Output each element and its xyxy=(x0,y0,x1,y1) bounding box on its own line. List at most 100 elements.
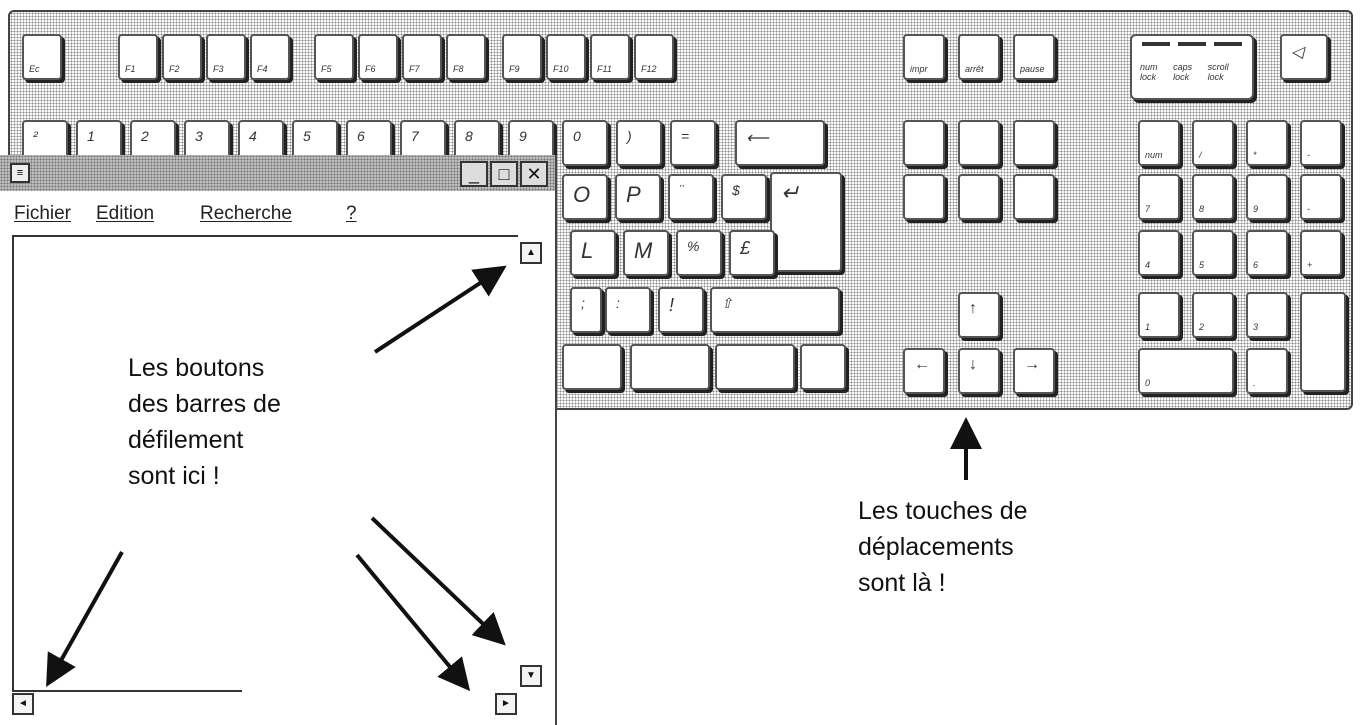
key-numpad: 1 xyxy=(1138,292,1180,338)
key-numpad: 5 xyxy=(1192,230,1234,276)
key-f9: F9 xyxy=(502,34,542,80)
menu-edition[interactable]: Edition xyxy=(96,203,155,224)
key-f8: F8 xyxy=(446,34,486,80)
key-menu xyxy=(715,344,795,390)
scroll-lock-label: scroll lock xyxy=(1207,62,1229,82)
key-m: M xyxy=(623,230,669,276)
key-print-screen: impr xyxy=(903,34,945,80)
scroll-right-button[interactable]: ► xyxy=(495,693,517,715)
horizontal-scrollbar-track[interactable] xyxy=(12,690,242,692)
menu-recherche[interactable]: Recherche xyxy=(200,203,292,224)
key-page-down xyxy=(1013,174,1055,220)
key-scroll-lock: arrêt xyxy=(958,34,1000,80)
key-exclamation: ! xyxy=(658,287,704,333)
key-numpad: + xyxy=(1300,230,1342,276)
arrow-to-scroll-down xyxy=(370,516,506,646)
key-l: L xyxy=(570,230,616,276)
key-numpad: / xyxy=(1192,120,1234,166)
key-arrow-down: ↓ xyxy=(958,348,1000,394)
arrow-to-scroll-up xyxy=(373,265,507,354)
key-numpad: - xyxy=(1300,120,1342,166)
key-semicolon: ; xyxy=(570,287,602,333)
menu-fichier[interactable]: Fichier xyxy=(14,203,72,224)
scroll-left-button[interactable]: ◄ xyxy=(12,693,34,715)
callout-line: sont ici ! xyxy=(128,462,220,490)
key-f1: F1 xyxy=(118,34,158,80)
text-area[interactable] xyxy=(12,235,518,690)
key-f7: F7 xyxy=(402,34,442,80)
callout-line: Les boutons xyxy=(128,354,265,382)
key-arrow-left: ← xyxy=(903,348,945,394)
key-delete xyxy=(903,174,945,220)
key-p: P xyxy=(615,174,661,220)
key-numpad: 8 xyxy=(1192,174,1234,220)
key-ctrl-right xyxy=(800,344,846,390)
key-power: ◁ xyxy=(1280,34,1328,80)
minimize-button[interactable]: _ xyxy=(460,161,488,187)
key-numpad: . xyxy=(1246,348,1288,394)
arrow-to-scroll-right xyxy=(355,553,471,692)
key-numpad: 6 xyxy=(1246,230,1288,276)
key-f12: F12 xyxy=(634,34,674,80)
move-keys-callout: Les touches de déplacements sont là ! xyxy=(858,493,1028,601)
callout-line: déplacements xyxy=(858,533,1014,561)
key-num-row: 0 xyxy=(562,120,608,166)
key-f6: F6 xyxy=(358,34,398,80)
notepad-icon[interactable]: ≡ xyxy=(10,163,30,183)
key-numpad: 3 xyxy=(1246,292,1288,338)
key-num-row: ) xyxy=(616,120,662,166)
key-numpad: 9 xyxy=(1246,174,1288,220)
key-num-row: = xyxy=(670,120,716,166)
title-bar[interactable]: ≡ _ □ ✕ xyxy=(0,155,555,191)
key-end xyxy=(958,174,1000,220)
key-f10: F10 xyxy=(546,34,586,80)
key-colon: : xyxy=(605,287,651,333)
key-page-up xyxy=(1013,120,1055,166)
caps-lock-label: caps lock xyxy=(1173,62,1193,82)
key-numpad: - xyxy=(1300,174,1342,220)
num-lock-label: num lock xyxy=(1140,62,1158,82)
key-numpad: 7 xyxy=(1138,174,1180,220)
scroll-up-button[interactable]: ▲ xyxy=(520,242,542,264)
key-enter: ↵ xyxy=(770,172,842,272)
maximize-button[interactable]: □ xyxy=(490,161,518,187)
key-space-end xyxy=(562,344,622,390)
key-backspace: ⟵ xyxy=(735,120,825,166)
key-win xyxy=(630,344,710,390)
key-f2: F2 xyxy=(162,34,202,80)
key-pound: £ xyxy=(729,230,775,276)
scroll-callout: Les boutons des barres de défilement son… xyxy=(128,350,281,494)
key-f11: F11 xyxy=(590,34,630,80)
key-home xyxy=(958,120,1000,166)
key-ec: Ec xyxy=(22,34,62,80)
key-shift-right: ⇧ xyxy=(710,287,840,333)
lock-indicators: num lock caps lock scroll lock xyxy=(1130,34,1254,100)
menu-bar: Fichier Edition Recherche ? xyxy=(0,201,555,231)
key-insert xyxy=(903,120,945,166)
key-dollar: $ xyxy=(721,174,767,220)
key-numpad: num xyxy=(1138,120,1180,166)
arrow-to-scroll-left xyxy=(46,551,124,687)
key-pause: pause xyxy=(1013,34,1055,80)
key-percent: % xyxy=(676,230,722,276)
key-diaeresis: ¨ xyxy=(668,174,714,220)
callout-line: sont là ! xyxy=(858,569,946,597)
scroll-down-button[interactable]: ▼ xyxy=(520,665,542,687)
key-f3: F3 xyxy=(206,34,246,80)
notepad-window: ≡ _ □ ✕ Fichier Edition Recherche ? ▲ ▼ … xyxy=(0,155,557,725)
close-button[interactable]: ✕ xyxy=(520,161,548,187)
key-arrow-up: ↑ xyxy=(958,292,1000,338)
key-numpad: * xyxy=(1246,120,1288,166)
key-arrow-right: → xyxy=(1013,348,1055,394)
menu-help[interactable]: ? xyxy=(346,203,357,224)
callout-line: Les touches de xyxy=(858,497,1028,525)
key-f5: F5 xyxy=(314,34,354,80)
key-o: O xyxy=(562,174,608,220)
key-numpad: 2 xyxy=(1192,292,1234,338)
key-numpad: 0 xyxy=(1138,348,1234,394)
key-numpad: 4 xyxy=(1138,230,1180,276)
callout-line: des barres de xyxy=(128,390,281,418)
key-f4: F4 xyxy=(250,34,290,80)
